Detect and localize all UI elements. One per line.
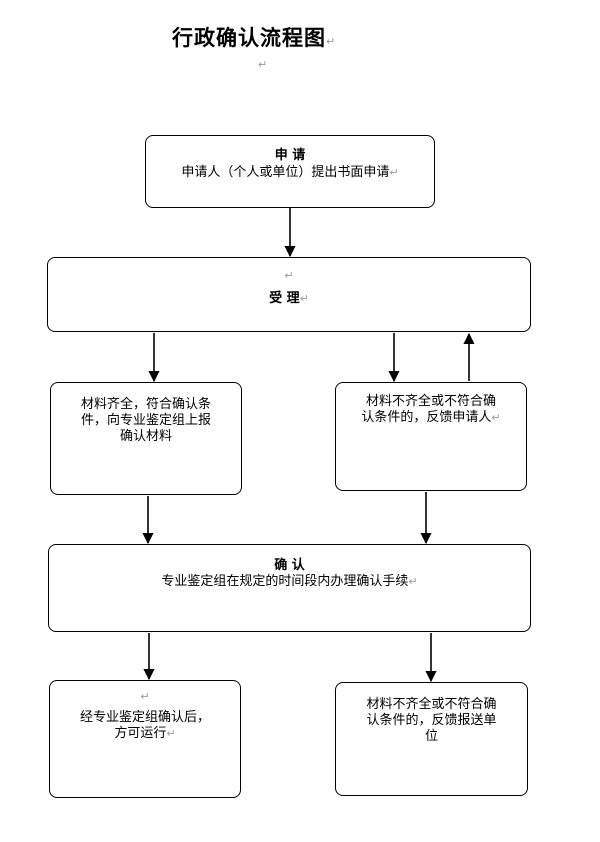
page-title: 行政确认流程图↵ [172, 26, 337, 50]
accept-heading: 受 理↵ [269, 291, 309, 306]
paragraph-mark-icon: ↵ [284, 269, 294, 282]
paragraph-mark-icon: ↵ [166, 727, 176, 740]
confirm-box: 确 认 专业鉴定组在规定的时间段内办理确认手续↵ [48, 544, 531, 632]
feedback-applicant-line-2: 认条件的，反馈申请人↵ [361, 410, 501, 425]
complete-line-3: 确认材料 [119, 429, 172, 444]
accept-box: ↵ 受 理↵ [47, 257, 531, 332]
incomplete-feedback-unit-box: 材料不齐全或不符合确 认条件的，反馈报送单 位 [335, 682, 528, 796]
paragraph-mark-icon: ↵ [326, 35, 337, 48]
feedback-unit-line-3: 位 [424, 729, 438, 744]
complete-line-1: 材料齐全，符合确认条 [80, 397, 211, 412]
feedback-unit-line-2: 认条件的，反馈报送单 [366, 713, 497, 728]
paragraph-mark-icon: ↵ [140, 690, 150, 703]
apply-heading: 申 请 [274, 148, 306, 163]
apply-body: 申请人（个人或单位）提出书面申请↵ [181, 165, 399, 180]
paragraph-mark-icon: ↵ [299, 292, 309, 305]
paragraph-mark-icon: ↵ [389, 166, 399, 179]
approved-line-1: 经专业鉴定组确认后， [79, 710, 210, 725]
approved-box: ↵ 经专业鉴定组确认后， 方可运行↵ [49, 680, 241, 798]
feedback-applicant-line-1: 材料不齐全或不符合确 [365, 394, 496, 409]
confirm-body: 专业鉴定组在规定的时间段内办理确认手续↵ [161, 574, 418, 589]
confirm-heading: 确 认 [274, 558, 305, 573]
complete-line-2: 件，向专业鉴定组上报 [80, 413, 211, 428]
feedback-unit-line-1: 材料不齐全或不符合确 [366, 697, 497, 712]
paragraph-mark-icon: ↵ [258, 58, 268, 71]
incomplete-feedback-applicant-box: 材料不齐全或不符合确 认条件的，反馈申请人↵ [335, 382, 527, 491]
paragraph-mark-icon: ↵ [491, 411, 501, 424]
paragraph-mark-icon: ↵ [408, 575, 418, 588]
complete-box: 材料齐全，符合确认条 件，向专业鉴定组上报 确认材料 [50, 382, 242, 495]
apply-box: 申 请 申请人（个人或单位）提出书面申请↵ [145, 135, 435, 208]
approved-line-2: 方可运行↵ [114, 726, 176, 741]
